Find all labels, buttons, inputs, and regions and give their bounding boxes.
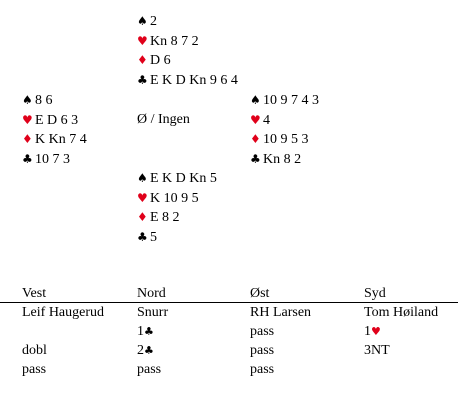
heart-icon: ♥ (371, 325, 381, 338)
club-icon: ♣ (137, 229, 148, 244)
bid-south: 1♥ (364, 322, 381, 341)
west-clubs-cards: 10 7 3 (35, 151, 70, 167)
bid-text: dobl (22, 343, 47, 358)
bidding-header-row: Vest Nord Øst Syd (0, 284, 458, 303)
bid-text: 1 (137, 324, 144, 339)
south-hearts-cards: K 10 9 5 (150, 190, 199, 206)
east-hand: ♠10 9 7 4 3 ♥4 ♦10 9 5 3 ♣Kn 8 2 (250, 91, 319, 169)
header-vest: Vest (22, 286, 47, 301)
spade-icon: ♠ (137, 171, 148, 185)
club-icon: ♣ (22, 151, 33, 166)
west-hearts: ♥E D 6 3 (22, 111, 87, 131)
bid-text: pass (137, 362, 162, 377)
bid-north: 2♣ (137, 341, 154, 360)
bid-north: pass (137, 360, 161, 379)
west-spades: ♠8 6 (22, 91, 87, 111)
player-west: Leif Haugerud (22, 305, 105, 320)
spade-icon: ♠ (137, 14, 148, 28)
bid-west: pass (22, 360, 46, 379)
west-spades-cards: 8 6 (35, 93, 53, 108)
vulnerability-label: Ø / Ingen (137, 112, 190, 127)
west-clubs: ♣10 7 3 (22, 150, 87, 170)
player-east: RH Larsen (250, 305, 312, 320)
bid-east: pass (250, 322, 274, 341)
club-icon: ♣ (137, 72, 148, 87)
bid-text: pass (250, 324, 275, 339)
header-nord: Nord (137, 286, 166, 301)
bid-text: pass (250, 362, 275, 377)
player-north: Snurr (137, 305, 169, 320)
north-hand: ♠2 ♥Kn 8 7 2 ♦D 6 ♣E K D Kn 9 6 4 (137, 12, 238, 90)
south-spades-cards: E K D Kn 5 (150, 171, 217, 186)
south-diamonds-cards: E 8 2 (150, 210, 180, 225)
heart-icon: ♥ (137, 190, 148, 205)
north-spades: ♠2 (137, 12, 238, 32)
bid-east: pass (250, 341, 274, 360)
bid-west: dobl (22, 341, 47, 360)
north-clubs: ♣E K D Kn 9 6 4 (137, 71, 238, 91)
bid-text: pass (250, 343, 275, 358)
heart-icon: ♥ (137, 33, 148, 48)
diamond-icon: ♦ (250, 132, 261, 146)
west-diamonds: ♦K Kn 7 4 (22, 130, 87, 150)
spade-icon: ♠ (250, 93, 261, 107)
bid-text: 2 (137, 343, 144, 358)
south-diamonds: ♦E 8 2 (137, 208, 217, 228)
bid-text: pass (22, 362, 47, 377)
bid-south: 3NT (364, 341, 390, 360)
diamond-icon: ♦ (137, 53, 148, 67)
west-diamonds-cards: K Kn 7 4 (35, 132, 87, 147)
bidding-table: Vest Nord Øst Syd Leif Haugerud Snurr RH… (0, 284, 458, 379)
north-hearts: ♥Kn 8 7 2 (137, 32, 238, 52)
south-hand: ♠E K D Kn 5 ♥K 10 9 5 ♦E 8 2 ♣5 (137, 169, 217, 247)
north-diamonds: ♦D 6 (137, 51, 238, 71)
bidding-round-row: dobl 2♣ pass 3NT (0, 341, 458, 360)
player-south: Tom Høiland (364, 305, 439, 320)
east-hearts: ♥4 (250, 111, 319, 131)
header-syd: Syd (364, 286, 386, 301)
bid-text: 3NT (364, 343, 390, 358)
club-icon: ♣ (250, 151, 261, 166)
club-icon: ♣ (144, 325, 154, 338)
north-spades-cards: 2 (150, 14, 157, 29)
bid-text: 1 (364, 324, 371, 339)
diamond-icon: ♦ (137, 210, 148, 224)
east-hearts-cards: 4 (263, 112, 270, 128)
south-spades: ♠E K D Kn 5 (137, 169, 217, 189)
diamond-icon: ♦ (22, 132, 33, 146)
east-spades: ♠10 9 7 4 3 (250, 91, 319, 111)
south-hearts: ♥K 10 9 5 (137, 189, 217, 209)
east-diamonds: ♦10 9 5 3 (250, 130, 319, 150)
north-hearts-cards: Kn 8 7 2 (150, 33, 199, 49)
south-clubs-cards: 5 (150, 229, 157, 245)
west-hearts-cards: E D 6 3 (35, 112, 79, 128)
east-clubs: ♣Kn 8 2 (250, 150, 319, 170)
heart-icon: ♥ (22, 112, 33, 127)
east-clubs-cards: Kn 8 2 (263, 151, 302, 167)
heart-icon: ♥ (250, 112, 261, 127)
bidding-round-row: pass pass pass (0, 360, 458, 379)
east-spades-cards: 10 9 7 4 3 (263, 93, 319, 108)
bid-east: pass (250, 360, 274, 379)
north-diamonds-cards: D 6 (150, 53, 171, 68)
east-diamonds-cards: 10 9 5 3 (263, 132, 309, 147)
spade-icon: ♠ (22, 93, 33, 107)
header-ost: Øst (250, 286, 270, 301)
north-clubs-cards: E K D Kn 9 6 4 (150, 72, 238, 88)
club-icon: ♣ (144, 344, 154, 357)
players-row: Leif Haugerud Snurr RH Larsen Tom Høilan… (0, 303, 458, 322)
south-clubs: ♣5 (137, 228, 217, 248)
bid-north: 1♣ (137, 322, 154, 341)
west-hand: ♠8 6 ♥E D 6 3 ♦K Kn 7 4 ♣10 7 3 (22, 91, 87, 169)
